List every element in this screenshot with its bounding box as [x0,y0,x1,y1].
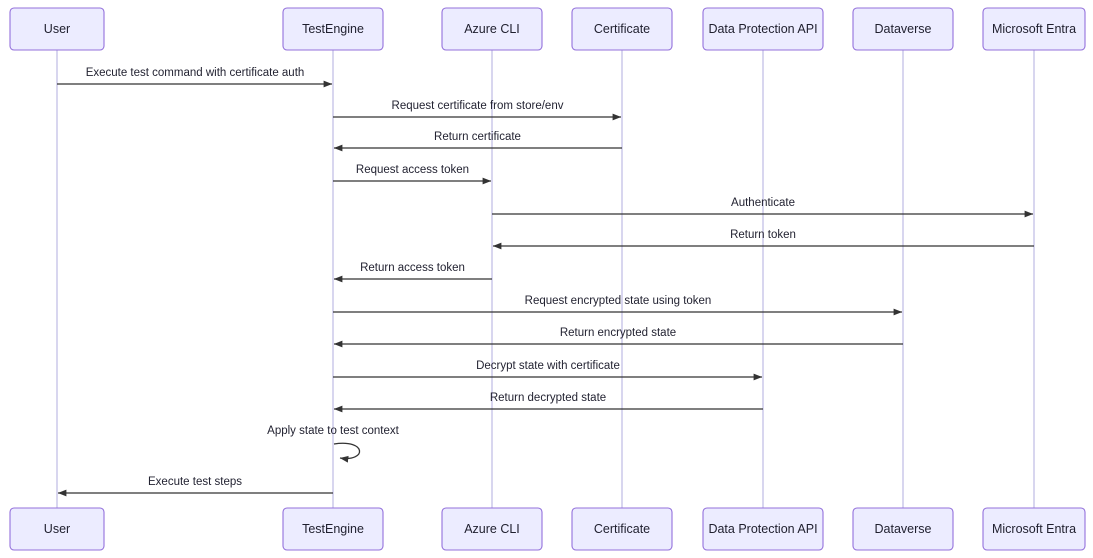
actor-label-entra: Microsoft Entra [992,22,1076,36]
actor-dataverse-top[interactable]: Dataverse [852,7,954,51]
message-9[interactable]: Return encrypted state [333,327,903,348]
actor-label-user: User [44,522,70,536]
actor-certificate-top[interactable]: Certificate [571,7,673,51]
actor-box-user[interactable] [9,7,105,51]
message-8[interactable]: Request encrypted state using token [333,295,903,316]
actor-entra-top[interactable]: Microsoft Entra [982,7,1086,51]
actor-label-azurecli: Azure CLI [464,522,520,536]
messages-group: Execute test command with certificate au… [57,67,1034,497]
message-2[interactable]: Request certificate from store/env [333,100,622,121]
actor-label-testengine: TestEngine [302,22,364,36]
message-self-loop-12 [333,442,361,463]
message-label-10: Decrypt state with certificate [476,360,620,372]
actor-label-dataverse: Dataverse [875,22,932,36]
actor-box-entra[interactable] [982,7,1086,51]
actor-box-azurecli[interactable] [441,507,543,551]
message-label-12: Apply state to test context [267,425,399,437]
message-label-4: Request access token [356,164,469,176]
actor-box-dataprotection[interactable] [702,507,824,551]
message-10[interactable]: Decrypt state with certificate [333,360,763,381]
actor-box-user[interactable] [9,507,105,551]
actor-user-bottom[interactable]: User [9,507,105,551]
actor-boxes-top: User TestEngine Azure CLI Certificate Data P… [9,7,1086,51]
message-1[interactable]: Execute test command with certificate au… [57,67,333,88]
actor-label-dataverse: Dataverse [875,522,932,536]
actor-label-user: User [44,22,70,36]
actor-dataprotection-top[interactable]: Data Protection API [702,7,824,51]
actor-box-dataverse[interactable] [852,7,954,51]
actor-dataverse-bottom[interactable]: Dataverse [852,507,954,551]
actor-box-testengine[interactable] [282,507,384,551]
message-label-3: Return certificate [434,131,521,143]
message-7[interactable]: Return access token [333,262,492,283]
message-3[interactable]: Return certificate [333,131,622,152]
actor-box-certificate[interactable] [571,507,673,551]
message-11[interactable]: Return decrypted state [333,392,763,413]
actor-box-dataprotection[interactable] [702,7,824,51]
actor-testengine-bottom[interactable]: TestEngine [282,507,384,551]
actor-label-certificate: Certificate [594,522,650,536]
message-label-13: Execute test steps [148,476,242,488]
actor-label-testengine: TestEngine [302,522,364,536]
message-label-7: Return access token [360,262,465,274]
actor-box-testengine[interactable] [282,7,384,51]
message-5[interactable]: Authenticate [492,197,1034,218]
actor-label-certificate: Certificate [594,22,650,36]
message-12[interactable]: Apply state to test context [267,425,400,463]
message-4[interactable]: Request access token [333,164,492,185]
actor-dataprotection-bottom[interactable]: Data Protection API [702,507,824,551]
actor-user-top[interactable]: User [9,7,105,51]
message-label-5: Authenticate [731,197,795,209]
message-label-6: Return token [730,229,796,241]
actor-label-dataprotection: Data Protection API [708,522,817,536]
actor-box-dataverse[interactable] [852,507,954,551]
message-6[interactable]: Return token [492,229,1034,250]
actor-box-certificate[interactable] [571,7,673,51]
message-13[interactable]: Execute test steps [57,476,333,497]
actor-certificate-bottom[interactable]: Certificate [571,507,673,551]
message-label-9: Return encrypted state [560,327,676,339]
message-label-11: Return decrypted state [490,392,606,404]
actor-entra-bottom[interactable]: Microsoft Entra [982,507,1086,551]
actor-boxes-bottom: User TestEngine Azure CLI Certificate Data P… [9,507,1086,551]
actor-testengine-top[interactable]: TestEngine [282,7,384,51]
message-label-2: Request certificate from store/env [392,100,564,112]
lifelines-group [56,50,1035,508]
actor-box-azurecli[interactable] [441,7,543,51]
actor-label-azurecli: Azure CLI [464,22,520,36]
actor-box-entra[interactable] [982,507,1086,551]
message-label-8: Request encrypted state using token [525,295,712,307]
actor-azurecli-top[interactable]: Azure CLI [441,7,543,51]
actor-azurecli-bottom[interactable]: Azure CLI [441,507,543,551]
actor-label-entra: Microsoft Entra [992,522,1076,536]
message-label-1: Execute test command with certificate au… [86,67,305,79]
actor-label-dataprotection: Data Protection API [708,22,817,36]
